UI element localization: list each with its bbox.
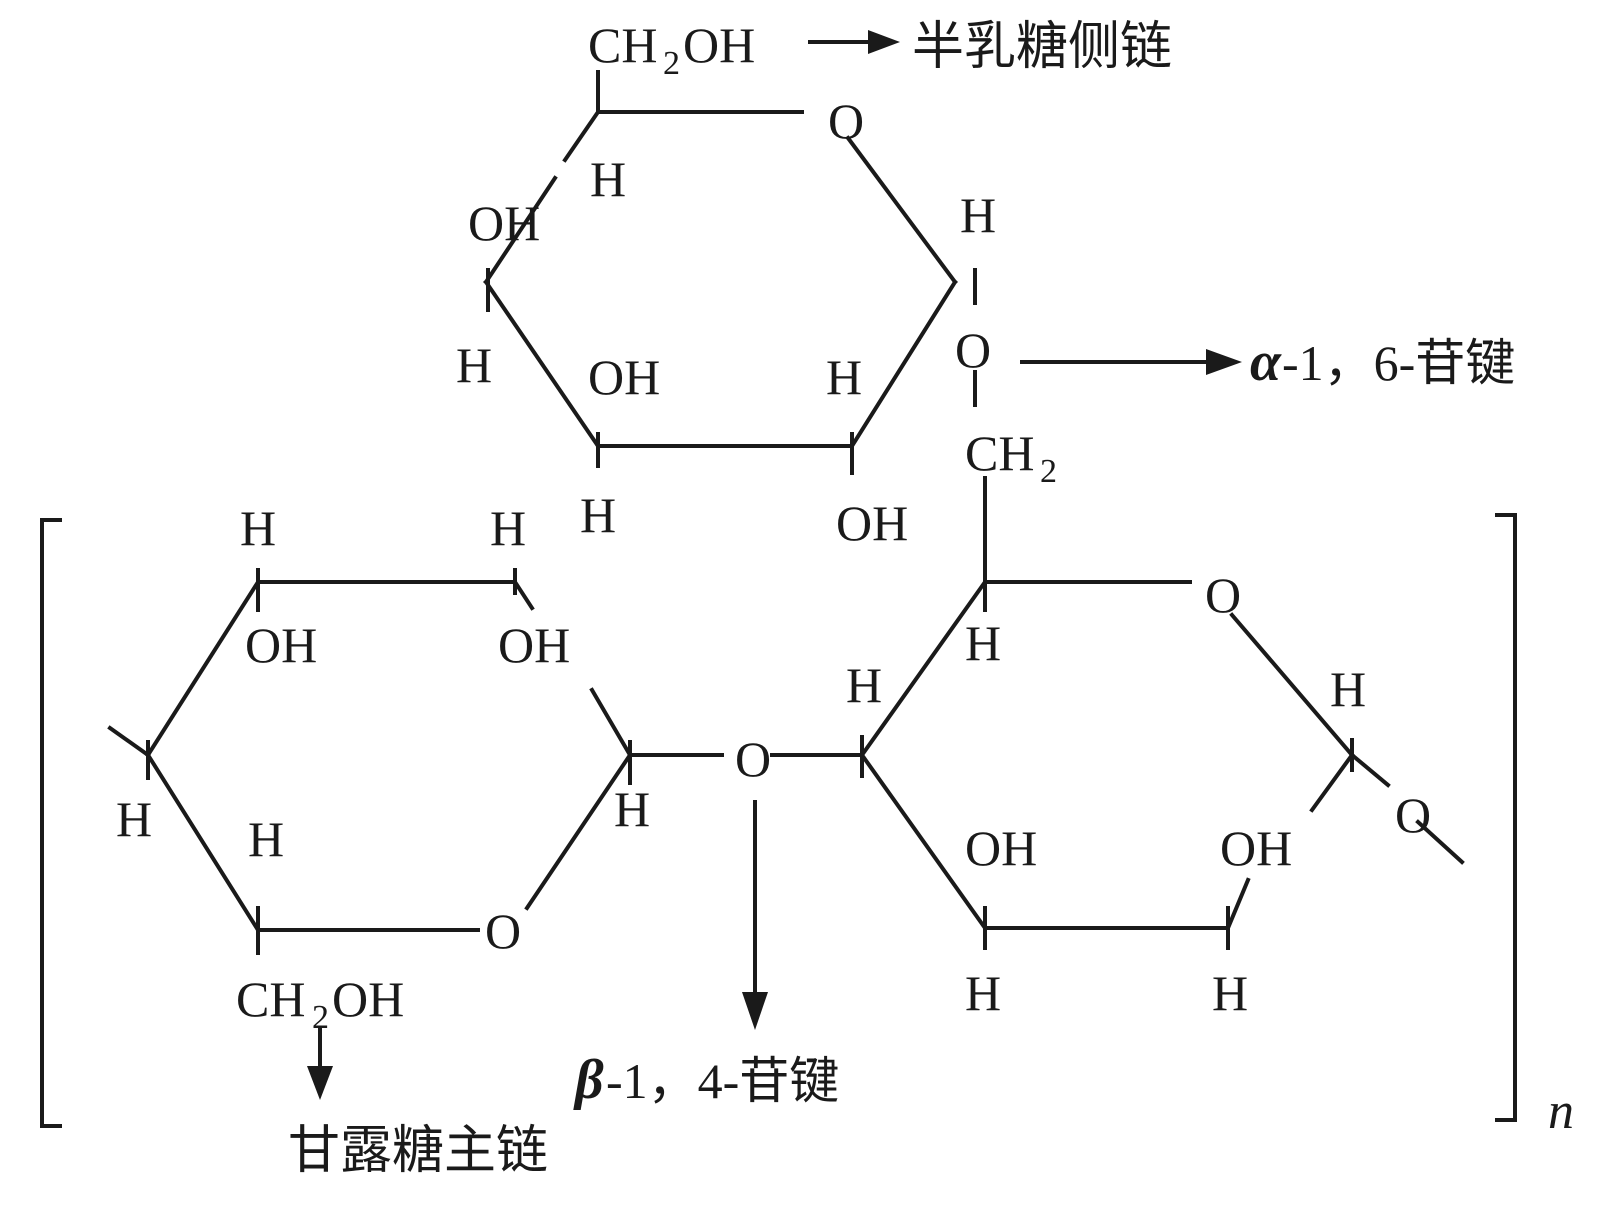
svg-text:CH: CH <box>965 425 1034 481</box>
hydrogen: H <box>960 187 996 243</box>
bond-c4-oh <box>483 175 558 285</box>
hydrogen: H <box>846 657 882 713</box>
ring-oxygen: O <box>1205 567 1241 623</box>
bond-c2-c3 <box>1225 877 1251 931</box>
hydroxyl: OH <box>965 820 1037 876</box>
bond-o-out <box>1415 819 1465 865</box>
svg-text:CH: CH <box>236 971 305 1027</box>
ring-oxygen: O <box>485 903 521 959</box>
svg-text:OH: OH <box>683 17 755 73</box>
bond-c4-chain <box>107 725 151 758</box>
hydrogen: H <box>965 615 1001 671</box>
arrow-mannose-main-chain <box>307 1026 333 1100</box>
hydroxyl: OH <box>836 495 908 551</box>
hydrogen: H <box>116 791 152 847</box>
ch2-linker-label: CH 2 <box>965 425 1057 490</box>
bond-c1-o-link <box>1349 752 1391 788</box>
ch2oh-bottom-label: CH 2 OH <box>236 971 404 1036</box>
hydroxyl: OH <box>468 195 540 251</box>
hydroxyl: OH <box>498 617 570 673</box>
arrow-galactose-side-chain <box>808 30 900 54</box>
hydrogen: H <box>490 500 526 556</box>
hydrogen: H <box>456 337 492 393</box>
bond-c4-c5 <box>562 109 601 163</box>
hydrogen: H <box>1212 965 1248 1021</box>
galactose-ring <box>483 70 977 475</box>
bond-o-c1 <box>1229 612 1355 758</box>
hydrogen: H <box>965 965 1001 1021</box>
bond-c4-c5 <box>859 579 988 758</box>
hydrogen: H <box>826 349 862 405</box>
bond-c1-oh <box>589 687 633 758</box>
repeat-subscript-n: n <box>1548 1083 1574 1140</box>
hydrogen: H <box>240 500 276 556</box>
arrow-alpha-bond <box>1020 349 1242 375</box>
hydrogen: H <box>1330 661 1366 717</box>
ch2oh-top-label: CH 2 OH <box>588 17 755 82</box>
bond-o-c1 <box>845 135 958 285</box>
hydrogen: H <box>248 811 284 867</box>
svg-text:OH: OH <box>332 971 404 1027</box>
mannose-ring-left <box>107 568 724 955</box>
bond-c3-c4 <box>483 279 601 449</box>
svg-text:β: β <box>573 1049 604 1111</box>
hydrogen: H <box>590 151 626 207</box>
galactose-side-chain-label: 半乳糖侧链 <box>912 17 1172 77</box>
bond-c1-o-ring <box>524 752 633 911</box>
bond-c2-c4 <box>859 752 988 931</box>
hydrogen: H <box>580 487 616 543</box>
left-bracket <box>40 518 62 1128</box>
glycosidic-oxygen: O <box>955 322 991 378</box>
svg-text:2: 2 <box>663 45 680 82</box>
hydroxyl: OH <box>1220 820 1292 876</box>
svg-text:2: 2 <box>312 999 329 1036</box>
beta-14-glycosidic-bond-label: β -1，4-苷键 <box>573 1049 839 1111</box>
right-bracket <box>1495 513 1517 1122</box>
glycosidic-oxygen: O <box>1395 787 1431 843</box>
hydroxyl: OH <box>245 617 317 673</box>
svg-text:-1，6-苷键: -1，6-苷键 <box>1282 335 1515 391</box>
bond-c5-c4 <box>145 752 261 933</box>
hydrogen: H <box>614 781 650 837</box>
svg-text:α: α <box>1250 331 1282 393</box>
bond-c1-c2 <box>1309 752 1355 813</box>
svg-text:-1，4-苷键: -1，4-苷键 <box>606 1053 839 1109</box>
hydroxyl: OH <box>588 349 660 405</box>
glycosidic-oxygen: O <box>735 731 771 787</box>
arrow-beta-bond <box>742 800 768 1030</box>
bond-c4-c3 <box>145 579 261 758</box>
bond-c1-c2 <box>849 279 958 449</box>
mannose-main-chain-label: 甘露糖主链 <box>288 1121 548 1181</box>
alpha-16-glycosidic-bond-label: α -1，6-苷键 <box>1250 331 1515 393</box>
ring-oxygen: O <box>828 93 864 149</box>
svg-text:2: 2 <box>1040 453 1057 490</box>
bond-top-right <box>512 579 535 611</box>
mannose-ring-right <box>770 476 1465 950</box>
svg-text:CH: CH <box>588 17 657 73</box>
